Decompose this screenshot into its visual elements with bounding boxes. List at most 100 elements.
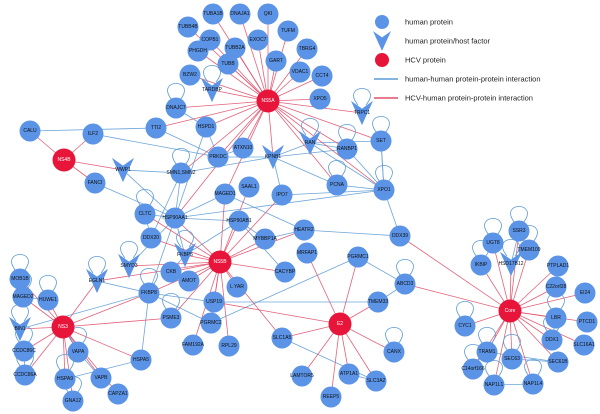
node-label: XPO5 [313, 96, 327, 102]
edge-ns3-gna12 [62, 326, 74, 402]
node-ran: RAN [299, 130, 321, 156]
node-label: TBRG4 [299, 46, 316, 52]
legend-circle-icon [375, 53, 389, 67]
hcv-protein-circle [51, 315, 75, 339]
human-protein-circle [226, 276, 248, 298]
node-exoc7: EXOC7 [247, 29, 269, 51]
node-ilf2: ILF2 [82, 123, 104, 145]
node-label: SLC16A1 [573, 342, 595, 348]
node-huwe1: HUWE1 [37, 289, 59, 311]
human-protein-circle [462, 358, 484, 380]
host-factor-arrow-icon [9, 316, 31, 342]
human-protein-circle [274, 261, 296, 283]
edge-core-slc16a1 [509, 310, 585, 346]
human-protein-circle [84, 172, 106, 194]
self-loop-ranbp1 [338, 124, 356, 142]
edge-e2-usp19 [213, 301, 341, 325]
node-label: TRAM1 [479, 349, 496, 355]
hcv-protein-circle [208, 250, 232, 274]
legend-arrow-icon [373, 31, 391, 51]
node-label: VAPB [95, 375, 109, 381]
human-protein-circle [14, 364, 36, 386]
human-protein-circle [254, 228, 276, 250]
node-label: VAPA [72, 349, 85, 355]
node-label: DDX39 [392, 233, 408, 239]
node-label: SEC61B [548, 359, 568, 365]
self-loop-xpo1 [375, 165, 393, 183]
node-label: DDX1 [545, 337, 559, 343]
self-loop-ssr3 [510, 206, 528, 224]
human-protein-circle [394, 273, 416, 295]
node-ptplad1: PTPLAD1 [547, 255, 569, 277]
self-loop-vapa [69, 327, 87, 345]
node-label: CKB [166, 269, 177, 275]
human-protein-circle [311, 65, 333, 87]
node-rpl29: RPL29 [218, 335, 240, 357]
node-label: HSPA5 [133, 357, 149, 363]
node-label: PTPLAD1 [547, 263, 569, 269]
node-label: LBR [551, 315, 561, 321]
human-protein-circle [271, 327, 293, 349]
human-protein-circle [547, 255, 569, 277]
self-loop-pcna [328, 160, 346, 178]
node-label: HUWE1 [39, 297, 57, 303]
human-protein-circle [541, 329, 563, 351]
node-pgrmc1: PGRMC1 [347, 246, 369, 268]
human-protein-circle [482, 232, 504, 254]
node-label: IPO7 [276, 192, 288, 198]
node-label: SLC3A2 [367, 378, 386, 384]
edge-core-ssr3 [509, 230, 520, 312]
node-label: FKBP5 [177, 252, 193, 258]
node-label: TUBB2A [225, 45, 245, 51]
edge-fkbp8-hspa5 [140, 292, 150, 361]
node-lbr: LBR [545, 307, 567, 329]
node-label: TRPC1 [354, 110, 371, 116]
node-xpo1: XPO1 [373, 179, 395, 201]
node-label: EI24 [580, 290, 591, 296]
node-label: MYBBP1A [253, 236, 277, 242]
human-protein-circle [138, 282, 160, 304]
hcv-node-ns5a: NS5A [256, 89, 280, 113]
edge-ns5a-smn1smn2 [180, 100, 269, 174]
node-fanci: FANCI [84, 172, 106, 194]
node-set: SET [370, 130, 392, 152]
hcv-protein-circle [328, 312, 352, 336]
self-loop-edges [11, 65, 565, 394]
human-protein-circle [37, 289, 59, 311]
hcv-protein-circle [256, 89, 280, 113]
legend-circle-icon [375, 15, 389, 29]
node-bzw2: BZW2 [179, 64, 201, 86]
node-ptcd1: PTCD1 [576, 311, 598, 333]
node-cyc1: CYC1 [454, 315, 476, 337]
human-protein-circle [383, 341, 405, 363]
node-dnaja1: DNAJA1 [229, 3, 251, 25]
human-protein-circle [134, 203, 156, 225]
human-protein-circle [257, 3, 279, 25]
human-protein-circle [367, 291, 389, 313]
node-label: EGLN1 [89, 278, 106, 284]
edge-e2-pgrmc1 [339, 256, 359, 325]
node-label: TUBA1B [203, 11, 223, 17]
node-label: RPL29 [221, 343, 237, 349]
node-label: SET [376, 138, 386, 144]
human-protein-circle [164, 207, 186, 229]
node-label: C14orf166 [461, 366, 485, 372]
node-phgdh: PHGDH [187, 40, 209, 62]
node-label: IKBIP [475, 262, 488, 268]
human-protein-circle [576, 311, 598, 333]
node-ikbip: IKBIP [470, 254, 492, 276]
node-mrfap1: MRFAP1 [296, 242, 318, 264]
node-tmem33: TMEM33 [367, 291, 389, 313]
node-label: MOB1B [11, 276, 29, 282]
edge-tti2-prkdc [155, 127, 219, 158]
edge-ns5a-copb1 [209, 39, 269, 102]
human-protein-circle [573, 334, 595, 356]
node-label: PCNA [330, 182, 345, 188]
hcv-protein-circle [52, 148, 76, 172]
node-label: TUBB4B [178, 24, 198, 30]
edge-ns5b-egln1 [96, 261, 221, 282]
node-label: C22orf28 [546, 284, 567, 290]
node-label: TMEM33 [368, 299, 389, 305]
node-label: PGRMC1 [347, 254, 369, 260]
edge-ns3-hspa5 [62, 326, 142, 361]
